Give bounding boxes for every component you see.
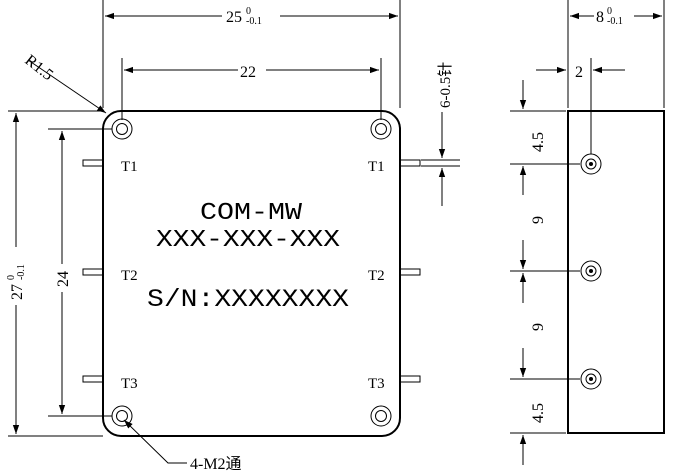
pin-thickness-callout: 6-0.5针: [421, 62, 460, 206]
side-view: 8 0 -0.1 2 4.5 9 9 4.5: [510, 0, 665, 465]
mounting-hole-top-left: [111, 118, 133, 140]
thickness-dimension: 8 0 -0.1: [567, 0, 665, 108]
corner-radius-callout: R1.5: [22, 52, 107, 114]
pitch-top: 4.5: [530, 132, 547, 152]
svg-text:8: 8: [596, 9, 604, 26]
pin-span-dimension: 24: [48, 128, 112, 417]
svg-text:27: 27: [9, 284, 26, 300]
pin-right-t3: [399, 375, 421, 383]
height-dim-base: 27: [9, 284, 26, 300]
pitch-upper: 9: [530, 216, 547, 224]
corner-radius-label: R1.5: [22, 52, 57, 84]
pin-left-t3: [82, 375, 104, 383]
thickness-dim-base: 8: [596, 9, 604, 26]
width-dim-base: 25: [226, 9, 242, 26]
hole-spacing-value: 22: [240, 64, 256, 81]
pin-left-t2: [82, 268, 104, 276]
mounting-hole-callout: 4-M2通: [123, 419, 242, 473]
height-dimension: 27 0 -0.1: [6, 110, 103, 437]
side-pin-3: [580, 368, 602, 390]
hole-spacing-dimension: 22: [121, 58, 382, 120]
pitch-bottom: 4.5: [530, 403, 547, 423]
thickness-dim-lower-tol: -0.1: [607, 16, 623, 27]
pin-offset-dimension: 2: [536, 58, 625, 154]
pin-label-left-t3: T3: [121, 376, 138, 392]
width-dim-upper-tol: 0: [246, 6, 251, 17]
serial-number: S/N:XXXXXXXX: [147, 285, 349, 314]
mounting-hole-top-right: [370, 118, 392, 140]
front-view: T1 T1 T2 T2 T3 T3 COM-MW XXX-XXX-XXX S/N…: [6, 0, 460, 473]
model-name: COM-MW: [200, 200, 303, 227]
width-dimension: 25 0 -0.1: [102, 0, 401, 108]
side-pin-2: [580, 260, 602, 282]
pin-span-value: 24: [55, 271, 72, 287]
pin-label-left-t1: T1: [121, 159, 138, 175]
pin-label-right-t1: T1: [368, 159, 385, 175]
pin-right-t1: [399, 159, 421, 167]
pin-label-right-t2: T2: [368, 268, 385, 284]
pin-left-t1: [82, 159, 104, 167]
height-dim-upper-tol: 0: [6, 275, 17, 280]
pitch-lower: 9: [530, 323, 547, 331]
side-body-outline: [567, 110, 665, 434]
pin-label-right-t3: T3: [368, 376, 385, 392]
pin-thickness-label: 6-0.5针: [437, 62, 454, 108]
thickness-dim-upper-tol: 0: [607, 6, 612, 17]
height-dim-lower-tol: -0.1: [16, 264, 27, 280]
mounting-hole-bottom-left: [111, 405, 133, 427]
mounting-hole-bottom-right: [370, 405, 392, 427]
pitch-dimensions: 4.5 9 9 4.5: [510, 80, 580, 465]
pin-right-t2: [399, 268, 421, 276]
width-dim-lower-tol: -0.1: [246, 16, 262, 27]
svg-text:25: 25: [226, 9, 242, 26]
pin-offset-value: 2: [575, 64, 583, 81]
module-body-outline: [102, 110, 401, 437]
mounting-hole-note: 4-M2通: [190, 455, 242, 473]
part-number: XXX-XXX-XXX: [156, 227, 340, 254]
pin-label-left-t2: T2: [121, 268, 138, 284]
side-pin-1: [580, 153, 602, 175]
